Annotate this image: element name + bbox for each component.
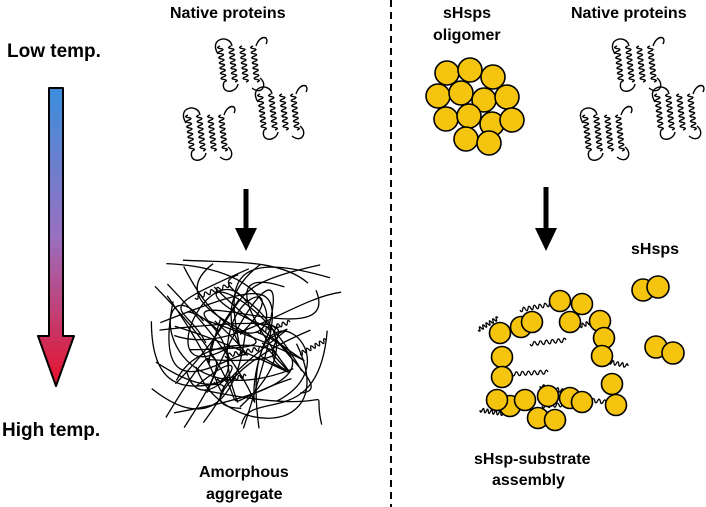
shsp-subunit [485,388,509,412]
shsp-subunit [570,292,594,316]
native-protein [182,105,236,161]
substrate-coil [511,369,549,377]
unfolded-chain [273,325,312,394]
shsp-subunit [536,384,560,408]
unfolded-chain [174,325,289,373]
shsps-oligomer-label-line1: sHsps [443,5,491,22]
shsp-subunit [490,345,514,369]
native-protein [651,84,705,140]
shsp-subunit [453,126,479,152]
shsp-subunit [456,103,482,129]
amorphous-label-line2: aggregate [206,486,283,503]
shsp-subunit [490,365,514,389]
unfolded-chain [203,389,323,425]
native-proteins-label-left: Native proteins [170,5,286,22]
aggregate-coil [299,338,327,356]
shsp-subunit [604,393,628,417]
native-protein [254,84,308,140]
unfolded-chain [166,262,268,334]
native-proteins-left [182,36,308,161]
unfolded-chain [195,343,308,419]
substrate-coil [479,407,506,417]
assembly-label-line1: sHsp-substrate [474,451,591,468]
unfolded-chain [166,283,273,403]
aggregate-coil [213,373,247,385]
shsp-subunit [600,372,624,396]
shsp-subunit [543,408,567,432]
shsps-dimers [631,275,685,365]
aggregate-coil [194,282,233,300]
assembly-label-line2: assembly [492,472,565,489]
shsp-substrate-assembly [477,289,629,432]
high-temp-label: High temp. [2,420,100,441]
unfolded-chain [166,295,311,392]
shsp-subunit [513,388,537,412]
unfolded-chain [186,364,233,391]
shsp-subunit [433,106,459,132]
unfolded-chain [227,274,278,408]
native-protein [579,105,633,161]
shsp-subunit [570,390,594,414]
shsp-subunit [520,310,544,334]
unfolded-chain [180,268,250,344]
amorphous-aggregate [150,259,342,429]
down-arrow-right [535,187,557,251]
unfolded-chain [150,321,225,423]
native-protein [214,36,268,92]
shsp-subunit [457,57,483,83]
shsp-subunit [448,80,474,106]
unfolded-chain [203,290,320,332]
shsp-subunit [434,60,460,86]
native-proteins-label-right: Native proteins [571,5,687,22]
substrate-coil [529,337,567,347]
shsp-subunit [590,344,614,368]
substrate-coil [477,316,499,332]
shsp-subunit [480,64,506,90]
unfolded-chain [214,263,262,353]
unfolded-chain [151,330,247,410]
shsp-subunit [425,83,451,109]
shsp-subunit [646,275,670,299]
down-arrow-left [235,189,257,251]
shsp-subunit [558,310,582,334]
shsps-label: sHsps [631,241,679,258]
temperature-gradient-arrow [37,87,75,387]
unfolded-chain [169,304,294,381]
unfolded-chain [241,330,328,425]
unfolded-chain [204,286,305,362]
shsp-subunit [499,107,525,133]
unfolded-chain [255,330,308,429]
shsp-subunit [494,84,520,110]
aggregate-coil [257,319,291,335]
native-proteins-right [579,36,705,161]
shsp-subunit [488,321,512,345]
shsps-oligomer-label-line2: oligomer [433,27,501,44]
aggregate-coil [224,345,263,359]
unfolded-chain [160,293,273,429]
native-protein [611,36,665,92]
substrate-coil [519,301,553,313]
shsp-subunit [661,341,685,365]
shsp-subunit [476,130,502,156]
unfolded-chain [182,259,309,284]
low-temp-label: Low temp. [7,41,101,62]
shsp-subunit [548,289,572,313]
shsps-oligomer [425,57,525,156]
amorphous-label-line1: Amorphous [199,464,289,481]
